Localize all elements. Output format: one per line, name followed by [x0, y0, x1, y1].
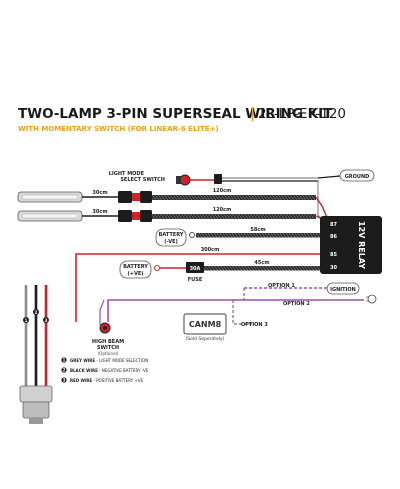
- battery-neg-badge: [155, 228, 187, 247]
- canm8-box: [183, 313, 227, 335]
- relay-pin-30: 30: [330, 265, 337, 271]
- high-beam-label-2: SWITCH: [97, 345, 119, 351]
- battery-pos-ring: [154, 265, 160, 271]
- svg-text:2: 2: [35, 310, 38, 315]
- connector-pin-markers: 1 2 3: [23, 309, 49, 323]
- battery-neg-label-2: (-VE): [164, 239, 178, 245]
- wire-58: 58cm: [250, 227, 265, 233]
- legend-item-3: RED WIRE - POSITIVE BATTERY +VE: [70, 378, 144, 383]
- wire-120-mid: 120cm: [213, 207, 232, 213]
- lamp-1-length: 30cm: [92, 190, 107, 196]
- ignition-label: IGNITION: [330, 287, 356, 293]
- lamp-1: [17, 191, 83, 203]
- legend-num-3-text: 3: [63, 378, 66, 383]
- legend-num-1: [61, 357, 67, 363]
- svg-text:1: 1: [25, 318, 28, 323]
- battery-pos-label-2: (+VE): [127, 271, 143, 277]
- braided-harness-45: [204, 266, 320, 271]
- light-mode-switch: [176, 174, 191, 186]
- battery-pos-badge: [119, 260, 152, 279]
- relay-pin-85: 85: [330, 252, 337, 258]
- light-mode-switch-label-2: SELECT SWITCH: [120, 177, 165, 183]
- battery-neg-ring: [189, 232, 195, 238]
- headlight-icon: [366, 294, 377, 304]
- option-2-label: OPTION 2: [283, 301, 310, 307]
- ignition-badge: [326, 282, 360, 295]
- braided-harness-1: [152, 195, 316, 200]
- high-beam-label-1: HIGH BEAM: [92, 339, 124, 345]
- lamp-1-connector: [118, 191, 152, 203]
- legend-item-1: GREY WIRE - LIGHT MODE SELECTION: [70, 358, 148, 363]
- wire-45: 45cm: [254, 260, 269, 266]
- light-mode-switch-label-1: LIGHT MODE: [109, 171, 145, 177]
- option-1-label: OPTION 1: [268, 283, 295, 289]
- relay: [320, 216, 382, 274]
- lamp-2-connector: [118, 210, 152, 222]
- part-number: 2L-LP-EP-120: [258, 106, 346, 122]
- superseal-connector: [19, 285, 53, 424]
- relay-pin-86: 86: [330, 234, 337, 240]
- canm8-label: CANM8: [189, 320, 222, 329]
- braided-harness-58: [196, 233, 320, 238]
- legend-num-1-text: 1: [63, 358, 66, 363]
- legend-item-2: BLACK WIRE - NEGATIVE BATTERY -VE: [70, 368, 149, 373]
- braided-harness-2: [152, 214, 316, 219]
- fuse-holder: [186, 262, 204, 273]
- option-3-label: OPTION 3: [241, 322, 268, 328]
- high-beam-switch: [99, 322, 111, 334]
- lamp-2: [17, 210, 83, 222]
- purple-wire-main: [107, 299, 237, 322]
- harness-1-to-relay: [315, 196, 329, 221]
- wire-120-top: 120cm: [213, 188, 232, 194]
- ground-badge: [339, 169, 375, 182]
- high-beam-lead: [99, 299, 105, 325]
- sold-separately: (Sold Seperately): [186, 336, 225, 342]
- legend-num-2-text: 2: [63, 368, 66, 373]
- ground-lead: [317, 175, 341, 179]
- relay-pin-87: 87: [330, 222, 337, 228]
- legend-num-2: [61, 367, 67, 373]
- battery-neg-label-1: BATTERY: [159, 232, 184, 238]
- purple-wire-option3: [232, 300, 252, 325]
- ground-label: GROUND: [345, 174, 370, 180]
- svg-text:3: 3: [45, 318, 48, 323]
- fuse-value: 30A: [190, 266, 201, 272]
- fuse-label: FUSE: [188, 277, 203, 283]
- title-separator: |: [250, 106, 255, 122]
- wire-300: 300cm: [201, 247, 220, 253]
- relay-label: 12V RELAY: [357, 221, 366, 269]
- high-beam-label-3: (Optional): [98, 351, 119, 356]
- red-wire-300: [75, 253, 320, 322]
- lamp-2-length: 30cm: [92, 209, 107, 215]
- battery-pos-label-1: BATTERY: [123, 264, 148, 270]
- diagram-title: TWO-LAMP 3-PIN SUPERSEAL WIRING KIT: [18, 106, 333, 122]
- legend-num-3: [61, 377, 67, 383]
- wire-legend: 1 GREY WIRE - LIGHT MODE SELECTION 2 BLA…: [61, 357, 149, 383]
- switch-connector: [214, 174, 222, 184]
- diagram-subtitle: WITH MOMENTARY SWITCH (FOR LINEAR-6 ELIT…: [18, 125, 219, 133]
